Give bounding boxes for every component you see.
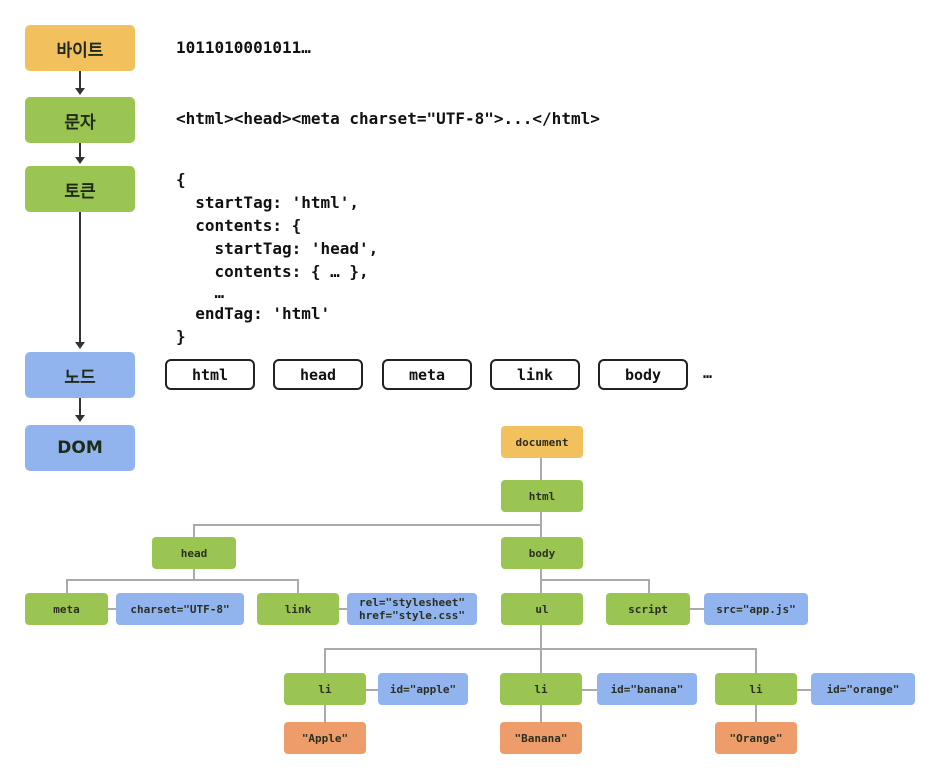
flow-arrow — [79, 212, 81, 343]
tree-connector — [755, 648, 757, 673]
token-line: contents: { … }, — [176, 262, 369, 281]
tree-connector — [540, 705, 542, 722]
tree-connector — [582, 689, 597, 691]
arrow-down-icon — [75, 157, 85, 164]
characters-value: <html><head><meta charset="UTF-8">...</h… — [176, 109, 600, 128]
tree-connector — [66, 579, 68, 593]
tree-connector — [324, 648, 326, 673]
tree-connector — [648, 579, 650, 593]
tree-attr-li-apple: id="apple" — [378, 673, 468, 705]
tree-node-html: html — [501, 480, 583, 512]
tree-connector — [540, 579, 650, 581]
flow-arrow — [79, 71, 81, 89]
stage-bytes: 바이트 — [25, 25, 135, 71]
tree-connector — [193, 524, 542, 526]
tree-attr-link: rel="stylesheet" href="style.css" — [347, 593, 477, 625]
tree-node-li: li — [284, 673, 366, 705]
stage-tokens: 토큰 — [25, 166, 135, 212]
token-line: … — [176, 283, 225, 302]
tree-attr-link-href: href="style.css" — [359, 609, 465, 622]
token-line: contents: { — [176, 216, 302, 235]
tree-connector — [66, 579, 299, 581]
tree-connector — [324, 648, 756, 650]
tree-connector — [755, 705, 757, 722]
token-line: startTag: 'html', — [176, 193, 360, 212]
tree-connector — [108, 608, 116, 610]
tree-node-li: li — [715, 673, 797, 705]
tree-node-meta: meta — [25, 593, 108, 625]
tree-node-ul: ul — [501, 593, 583, 625]
node-box-head: head — [273, 359, 363, 390]
node-more: … — [703, 364, 713, 382]
tree-text-banana: "Banana" — [500, 722, 582, 754]
arrow-down-icon — [75, 88, 85, 95]
tree-connector — [297, 579, 299, 593]
tree-connector — [540, 458, 542, 480]
stage-dom: DOM — [25, 425, 135, 471]
tree-node-script: script — [606, 593, 690, 625]
tree-attr-li-orange: id="orange" — [811, 673, 915, 705]
bytes-value: 1011010001011… — [176, 38, 311, 57]
arrow-down-icon — [75, 342, 85, 349]
tree-node-link: link — [257, 593, 339, 625]
node-box-html: html — [165, 359, 255, 390]
node-box-meta: meta — [382, 359, 472, 390]
tree-connector — [690, 608, 704, 610]
tree-connector — [797, 689, 811, 691]
token-line: endTag: 'html' — [176, 304, 331, 323]
tree-text-apple: "Apple" — [284, 722, 366, 754]
arrow-down-icon — [75, 415, 85, 422]
tree-connector — [366, 689, 378, 691]
tree-node-head: head — [152, 537, 236, 569]
tree-connector — [324, 705, 326, 722]
node-box-body: body — [598, 359, 688, 390]
tree-attr-meta-charset: charset="UTF-8" — [116, 593, 244, 625]
tree-node-li: li — [500, 673, 582, 705]
tree-connector — [193, 524, 195, 537]
tree-attr-link-rel: rel="stylesheet" — [359, 596, 465, 609]
node-box-link: link — [490, 359, 580, 390]
token-line: startTag: 'head', — [176, 239, 379, 258]
flow-arrow — [79, 143, 81, 158]
tree-attr-li-banana: id="banana" — [597, 673, 697, 705]
tree-text-orange: "Orange" — [715, 722, 797, 754]
token-line: { — [176, 170, 186, 189]
tree-connector — [339, 608, 347, 610]
tree-node-body: body — [501, 537, 583, 569]
token-line: } — [176, 327, 186, 346]
stage-nodes: 노드 — [25, 352, 135, 398]
tree-node-document: document — [501, 426, 583, 458]
stage-characters: 문자 — [25, 97, 135, 143]
flow-arrow — [79, 398, 81, 416]
tree-connector — [193, 568, 195, 580]
tree-attr-script-src: src="app.js" — [704, 593, 808, 625]
